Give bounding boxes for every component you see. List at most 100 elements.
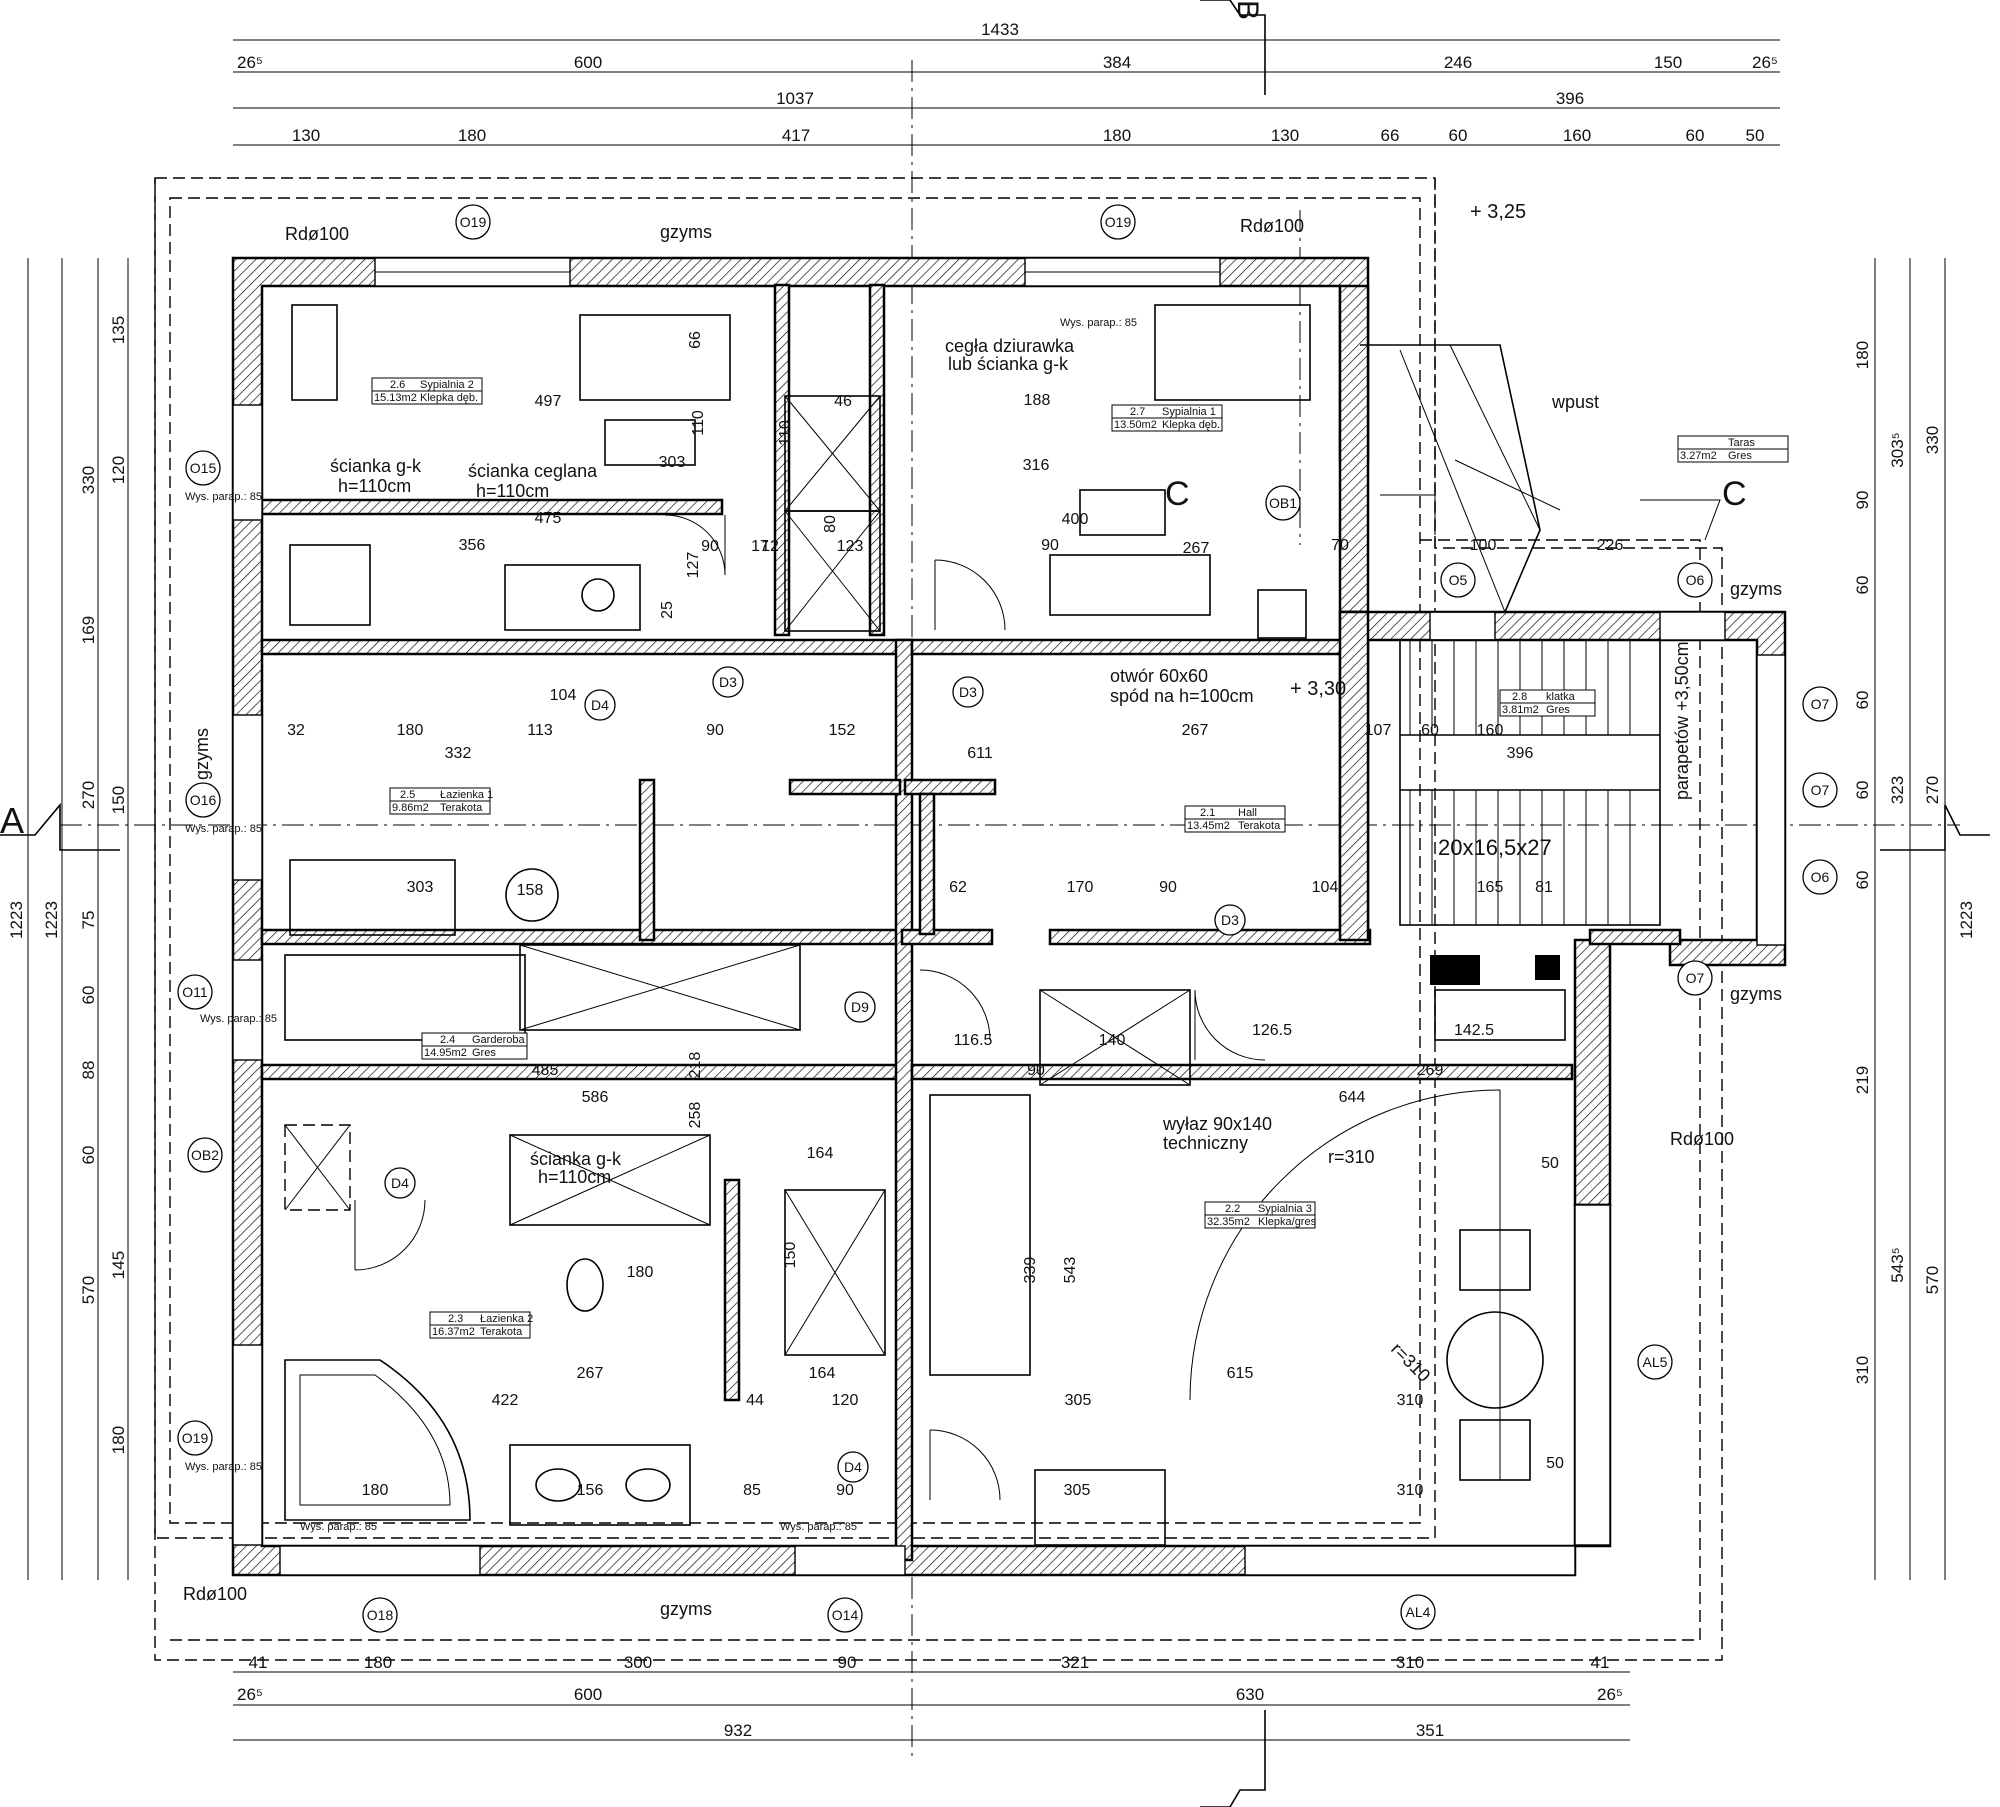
left-dim-outer-1: 1223	[42, 901, 61, 939]
svg-text:2.6: 2.6	[390, 379, 405, 391]
left-dim-a-7: 60	[79, 1146, 98, 1165]
left-dim-a-2: 169	[79, 616, 98, 644]
note-otwor-2: spód na h=100cm	[1110, 686, 1254, 706]
window-tag: O15	[190, 460, 217, 476]
interior-dim: 80	[822, 515, 839, 533]
interior-dim: 158	[517, 882, 544, 899]
top-dim-r2-1: 600	[574, 53, 602, 72]
left-dim-a-6: 88	[79, 1061, 98, 1080]
right-dim-c-0: 330	[1923, 426, 1942, 454]
window-tag-circle	[1100, 204, 1136, 240]
interior-dim: 126.5	[1252, 1022, 1292, 1039]
bottom-dim-r2-3: 26⁵	[1597, 1685, 1623, 1704]
interior-dim: 615	[1227, 1365, 1254, 1382]
bottom-dim-r1-4: 321	[1061, 1653, 1089, 1672]
svg-text:Terakota: Terakota	[480, 1326, 523, 1338]
left-dim-b-4: 145	[109, 1251, 128, 1279]
right-dim-a-7: 60	[1853, 781, 1872, 800]
svg-text:klatka: klatka	[1546, 691, 1576, 703]
svg-text:Klepka/gres: Klepka/gres	[1258, 1216, 1317, 1228]
top-dim-r4-6: 60	[1449, 126, 1468, 145]
svg-text:13.50m2: 13.50m2	[1114, 419, 1157, 431]
interior-dim: 110	[777, 420, 794, 446]
door-tag-circle	[712, 666, 744, 698]
interior-dim: 60	[1421, 722, 1439, 739]
interior-dim: 90	[706, 722, 724, 739]
window-tag-circle	[1677, 562, 1713, 598]
interior-dim: 104	[550, 687, 577, 704]
section-mark-a-left: A	[0, 800, 24, 841]
top-dim-r2-2: 384	[1103, 53, 1131, 72]
left-dim-b-0: 135	[109, 316, 128, 344]
door-tag: D4	[391, 1175, 409, 1191]
right-dim-a-1: 180	[1853, 341, 1872, 369]
right-dim-c-1: 270	[1923, 776, 1942, 804]
door-swings	[354, 514, 1501, 1501]
svg-text:2.7: 2.7	[1130, 406, 1145, 418]
top-dim-r2-3: 246	[1444, 53, 1472, 72]
note-wylaz-2: techniczny	[1163, 1133, 1248, 1153]
shafts-wardrobes	[284, 395, 1191, 1356]
svg-text:14.95m2: 14.95m2	[424, 1047, 467, 1059]
svg-text:3.27m2: 3.27m2	[1680, 450, 1717, 462]
interior-dim: 303	[407, 879, 434, 896]
window-tag: O6	[1811, 869, 1830, 885]
interior-dim: 310	[1397, 1392, 1424, 1409]
interior-dim: 142.5	[1454, 1022, 1494, 1039]
note-cegla: cegła dziurawka	[945, 336, 1075, 356]
top-dim-r4-0: 130	[292, 126, 320, 145]
interior-dim: 356	[459, 537, 486, 554]
window-tag-circle	[827, 1597, 863, 1633]
svg-text:Klepka dęb.: Klepka dęb.	[420, 392, 478, 404]
window-tag-circle	[177, 974, 213, 1010]
window-tag-circle	[185, 450, 221, 486]
interior-dim: 586	[582, 1089, 609, 1106]
note-rd100-right: Rdø100	[1670, 1129, 1734, 1149]
door-tag-circle	[384, 1167, 416, 1199]
interior-dim: 164	[807, 1145, 834, 1162]
room-label-taras: Taras 3.27m2 Gres	[1677, 435, 1789, 463]
window-tag: OB1	[1269, 495, 1297, 511]
svg-text:2.8: 2.8	[1512, 691, 1527, 703]
svg-text:15.13m2: 15.13m2	[374, 392, 417, 404]
note-cegla-2: lub ścianka g-k	[948, 354, 1069, 374]
note-wys-parap-3: Wys. parap.: 85	[185, 823, 262, 835]
interior-dim: 332	[445, 745, 472, 762]
interior-dim: 150	[782, 1242, 799, 1269]
dimension-lines	[27, 39, 1946, 1741]
right-dim-outer-0: 1223	[1957, 901, 1976, 939]
interior-dim: 305	[1064, 1482, 1091, 1499]
top-dim-total: 1433	[981, 20, 1019, 39]
window-tag-circle	[1265, 485, 1301, 521]
windows	[232, 257, 1786, 1576]
bottom-dim-r1-3: 90	[838, 1653, 857, 1672]
room-label-2-7: 2.7 Sypialnia 1 13.50m2 Klepka dęb.	[1111, 404, 1223, 432]
room-label-2-6: 2.6 Sypialnia 2 15.13m2 Klepka dęb.	[371, 377, 483, 405]
left-dim-b-3: 180	[109, 1426, 128, 1454]
bottom-dim-r1-5: 310	[1396, 1653, 1424, 1672]
interior-dim: 226	[1597, 537, 1624, 554]
window-tag-circle	[362, 1597, 398, 1633]
top-dim-r3-0: 1037	[776, 89, 814, 108]
note-scianka-ceglana: ścianka ceglana	[468, 461, 598, 481]
note-gzyms-right-lower: gzyms	[1730, 984, 1782, 1004]
window-tag: O6	[1686, 572, 1705, 588]
window-tag: O18	[367, 1607, 394, 1623]
svg-text:2.4: 2.4	[440, 1034, 455, 1046]
interior-dim: 152	[829, 722, 856, 739]
left-dim-a-4: 75	[79, 911, 98, 930]
window-tag: O5	[1449, 572, 1468, 588]
door-tag-circle	[952, 676, 984, 708]
bottom-dim-r2-2: 630	[1236, 1685, 1264, 1704]
room-label-2-8: 2.8 klatka 3.81m2 Gres	[1499, 689, 1596, 717]
left-dim-a-8: 570	[79, 1276, 98, 1304]
bottom-dim-r1-0: 41	[249, 1653, 268, 1672]
roof-outline	[154, 177, 1723, 1661]
interior-dim: 90	[701, 538, 719, 555]
interior-dim: 644	[1339, 1089, 1366, 1106]
window-tag: O7	[1811, 696, 1830, 712]
svg-text:Hall: Hall	[1238, 807, 1257, 819]
bottom-dim-r2-1: 600	[574, 1685, 602, 1704]
top-dim-r2-5: 26⁵	[1752, 53, 1778, 72]
